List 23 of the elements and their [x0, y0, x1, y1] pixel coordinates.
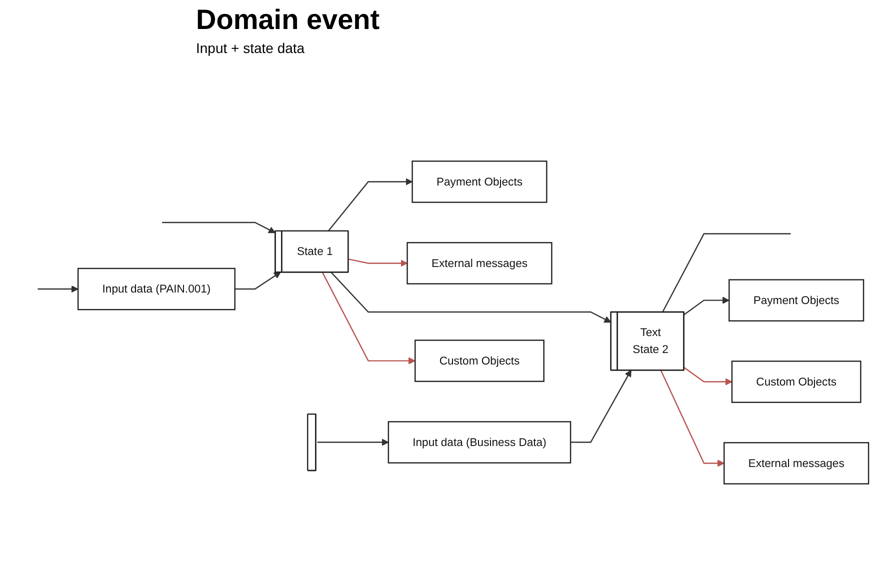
node-box: Payment Objects: [728, 279, 864, 322]
arrow: [322, 272, 416, 364]
node-box: Input data (Business Data): [388, 421, 572, 464]
node-box: Input data (PAIN.001): [77, 268, 236, 310]
arrow: [330, 272, 612, 323]
arrow: [683, 296, 730, 316]
node-box: Custom Objects: [414, 340, 544, 382]
arrow: [348, 258, 408, 267]
arrow: [683, 366, 732, 386]
node-box: Custom Objects: [731, 360, 862, 403]
diagram-title: Domain event: [196, 4, 380, 36]
arrow: [328, 178, 413, 232]
arrow: [660, 370, 724, 467]
node-box: External messages: [724, 442, 870, 484]
arrow: [234, 272, 281, 290]
arrow: [162, 222, 276, 234]
arrow: [317, 438, 389, 446]
arrow: [570, 370, 632, 443]
node-box: Payment Objects: [412, 160, 548, 203]
note-text: Input + state data: [196, 40, 305, 56]
node-box: External messages: [406, 242, 552, 284]
arrow: [38, 285, 78, 293]
connector: [662, 233, 791, 312]
